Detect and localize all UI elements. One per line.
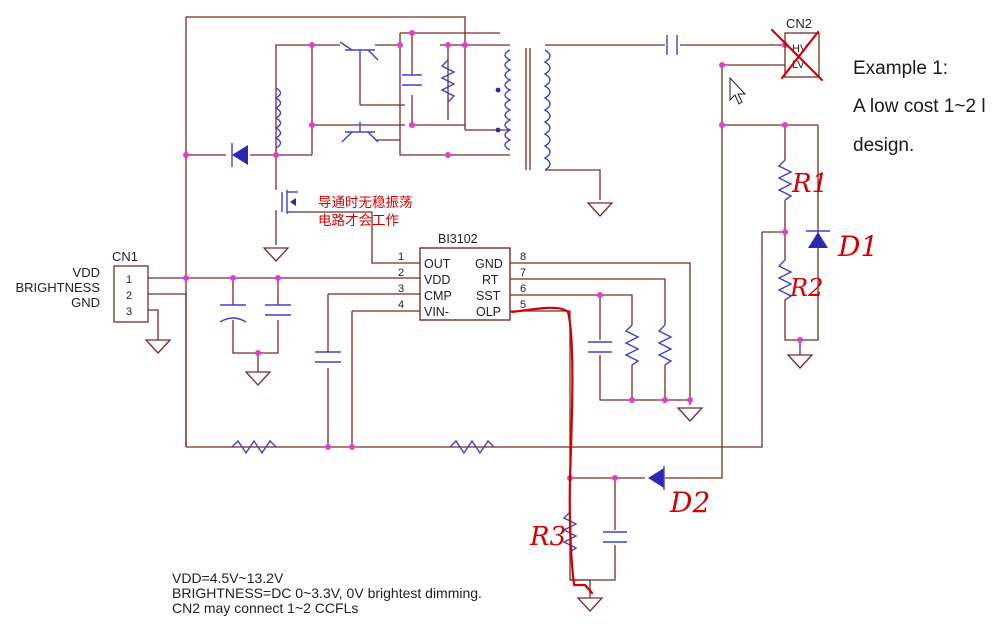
ic-pin-label: RT (482, 273, 499, 287)
ground-icon (786, 354, 814, 369)
transformer-primary (504, 49, 512, 151)
ic-pin-number: 2 (398, 267, 404, 279)
ic-pin-number: 4 (398, 299, 404, 311)
connector-cn2: CN2 HV LV (770, 16, 824, 82)
cn2-name: CN2 (786, 16, 812, 31)
resistor-brightness (231, 439, 277, 455)
ic-pin-label: VDD (424, 273, 450, 287)
ic-pin-label: GND (475, 257, 503, 271)
label-r2: R2 (789, 274, 823, 302)
ground-icon (576, 597, 604, 612)
annotation-line-1: 导通时无稳振荡 (318, 195, 413, 211)
resistor-rt2 (657, 324, 673, 366)
cn1-signal-gnd: GND (71, 295, 100, 310)
transistor-q1 (339, 41, 379, 61)
capacitor-resonant (402, 74, 422, 86)
ic-pin-label: OUT (424, 257, 451, 271)
cn1-signal-brightness: BRIGHTNESS (15, 280, 100, 295)
ic-pin-number: 7 (520, 267, 526, 279)
inductor-l1 (274, 87, 282, 149)
label-d1: D1 (837, 230, 878, 263)
ic-name: BI3102 (438, 232, 478, 246)
cn2-pin-hv: HV (792, 43, 808, 55)
diode-d1 (806, 230, 830, 248)
mosfet-switch (281, 190, 298, 214)
transistor-q2 (341, 122, 379, 143)
ground-icon (586, 202, 614, 217)
transformer-secondary (543, 49, 551, 171)
example-title: Example 1: (853, 58, 948, 79)
label-d2: D2 (669, 486, 710, 519)
cn1-pin: 3 (126, 306, 132, 318)
example-line-1: A low cost 1~2 l (853, 96, 986, 117)
capacitor-olp (603, 531, 627, 543)
capacitor-sst (588, 341, 612, 353)
wires (148, 16, 819, 598)
handwritten-trace (510, 306, 594, 595)
ground-icon (262, 247, 290, 262)
ic-pin-number: 5 (520, 299, 526, 311)
resistor-r2 (777, 259, 793, 301)
diode-zener-left (231, 143, 248, 167)
capacitor-cmp (315, 351, 341, 363)
ic-pin-number: 1 (398, 251, 404, 263)
ic-pin-label: VIN- (424, 305, 449, 319)
resistor-r1 (777, 159, 793, 201)
label-r1: R1 (791, 169, 828, 199)
capacitor-electrolytic-vdd (219, 304, 247, 323)
note-line-3: CN2 may connect 1~2 CCFLs (172, 600, 358, 616)
capacitor-coupling (666, 35, 678, 55)
ic-pin-number: 3 (398, 283, 404, 295)
diode-d2 (648, 466, 665, 490)
cn1-name: CN1 (112, 249, 138, 264)
ic-bi3102: BI3102 1 2 3 4 OUT VDD CMP VIN- 8 7 6 5 … (398, 232, 526, 321)
annotation-line-2: 电路才会工作 (318, 213, 399, 229)
cross-out-mark (770, 28, 824, 82)
ground-icon (144, 339, 172, 354)
ground-icon (676, 407, 704, 422)
mouse-cursor-icon (729, 76, 747, 105)
junction-dots (183, 30, 803, 481)
example-line-2: design. (853, 135, 914, 156)
cn1-signal-vdd: VDD (73, 265, 100, 280)
capacitor-vdd (265, 304, 291, 316)
resistor-rt1 (624, 324, 640, 366)
ic-pin-label: OLP (476, 305, 501, 319)
ground-symbols (144, 202, 814, 612)
ic-pin-label: CMP (424, 289, 452, 303)
components (219, 35, 830, 553)
note-line-2: BRIGHTNESS=DC 0~3.3V, 0V brightest dimmi… (172, 585, 482, 601)
ic-pin-number: 6 (520, 283, 526, 295)
resistor-bias (440, 59, 456, 103)
ic-pin-label: SST (476, 289, 501, 303)
resistor-vin (449, 439, 495, 455)
cn1-pin: 2 (126, 290, 132, 302)
ground-icon (244, 371, 272, 386)
note-line-1: VDD=4.5V~13.2V (172, 570, 284, 586)
connector-cn1: CN1 1 2 3 VDD BRIGHTNESS GND (15, 249, 149, 323)
ic-pin-number: 8 (520, 251, 526, 263)
cn1-pin: 1 (126, 274, 132, 286)
label-r3: R3 (529, 522, 566, 552)
